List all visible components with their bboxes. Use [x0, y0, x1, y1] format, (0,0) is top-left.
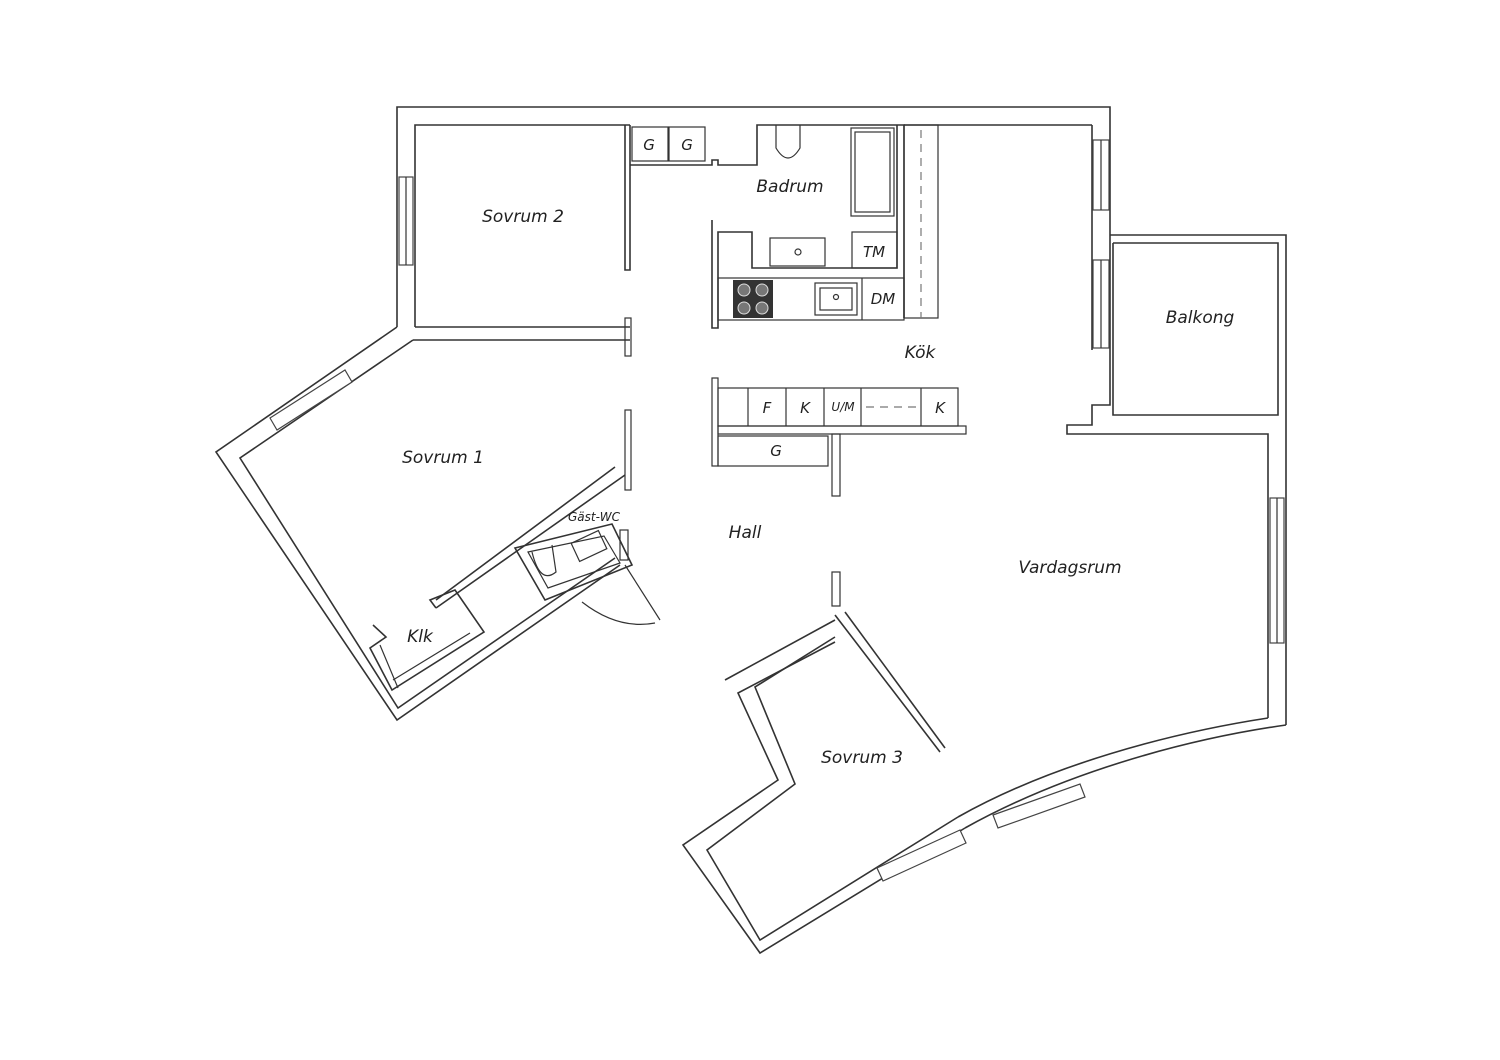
room-label-sovrum-3: Sovrum 3	[821, 748, 903, 768]
room-label-vardagsrum: Vardagsrum	[1018, 558, 1121, 578]
fixture-k-1: K	[800, 399, 811, 417]
fixture-g-3: G	[770, 442, 782, 460]
fixture-dm: DM	[871, 290, 896, 308]
room-label-klk: Klk	[407, 627, 434, 647]
room-label-sovrum-2: Sovrum 2	[482, 207, 564, 227]
room-label-balkong: Balkong	[1166, 308, 1235, 328]
fixture-tm: TM	[863, 243, 885, 261]
fixture-um: U/M	[831, 400, 855, 414]
fixture-boxes	[631, 126, 706, 162]
fixture-g-2: G	[681, 136, 693, 154]
interior-walls	[368, 124, 967, 753]
room-label-badrum: Badrum	[756, 177, 823, 197]
room-label-gast-wc: Gäst-WC	[568, 510, 621, 524]
fixture-f: F	[763, 399, 772, 417]
room-label-kok: Kök	[905, 343, 937, 363]
fixture-k-2: K	[935, 399, 946, 417]
room-label-hall: Hall	[729, 523, 762, 543]
fixture-g-1: G	[643, 136, 655, 154]
room-label-sovrum-1: Sovrum 1	[402, 448, 484, 468]
windows	[269, 139, 1285, 882]
